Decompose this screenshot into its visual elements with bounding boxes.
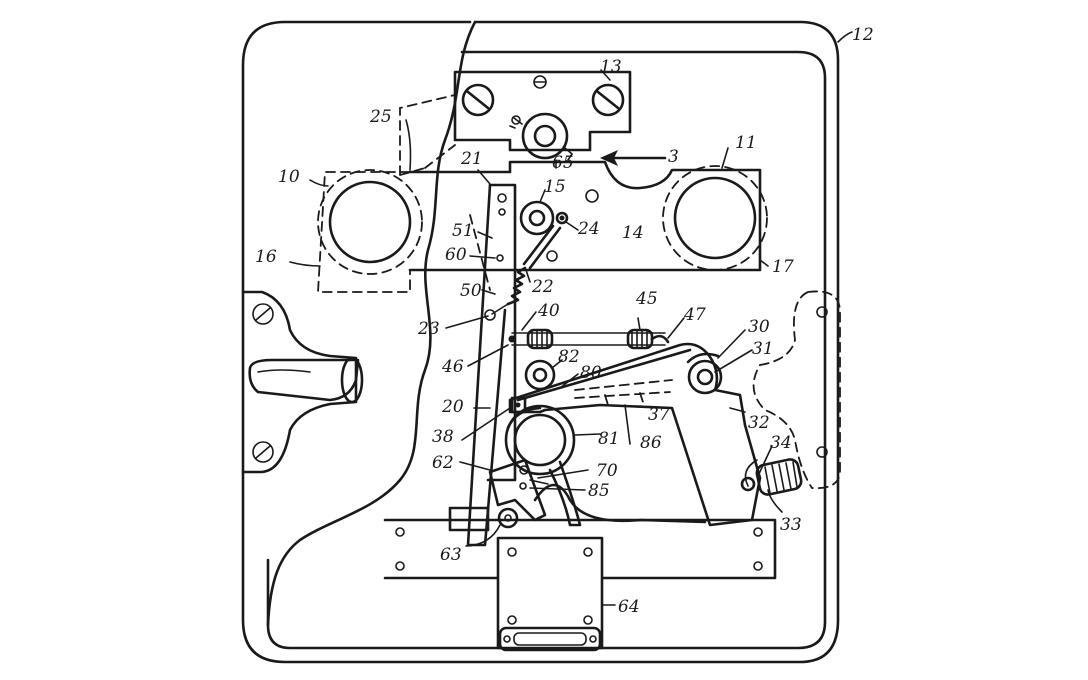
outer-housing xyxy=(241,20,853,664)
roller-82 xyxy=(524,359,556,391)
direction-arrow xyxy=(600,150,667,166)
label-60: 60 xyxy=(445,245,467,265)
label-46: 46 xyxy=(441,357,464,377)
label-38: 38 xyxy=(432,427,454,447)
label-34: 34 xyxy=(770,433,792,453)
label-10: 10 xyxy=(278,167,300,187)
label-16: 16 xyxy=(255,247,277,267)
dashed-lever-37 xyxy=(574,379,673,406)
label-12: 12 xyxy=(852,25,874,45)
label-30: 30 xyxy=(748,317,770,337)
vertical-slide xyxy=(466,183,517,547)
label-21: 21 xyxy=(460,149,483,169)
label-22: 22 xyxy=(531,277,554,297)
spring-link xyxy=(484,224,562,321)
label-11: 11 xyxy=(735,133,757,153)
label-80: 80 xyxy=(580,363,602,383)
label-51: 51 xyxy=(452,221,474,241)
label-65: 65 xyxy=(552,153,574,173)
spring-33 xyxy=(740,458,803,496)
label-25: 25 xyxy=(369,107,392,127)
label-45: 45 xyxy=(635,289,658,309)
bottom-block xyxy=(496,536,604,652)
label-81: 81 xyxy=(598,429,620,449)
label-31: 31 xyxy=(752,339,774,359)
label-82: 82 xyxy=(558,347,580,367)
top-bracket xyxy=(453,70,632,161)
label-37: 37 xyxy=(648,405,670,425)
label-13: 13 xyxy=(600,57,622,77)
label-85: 85 xyxy=(588,481,610,501)
shaft-15 xyxy=(519,200,569,236)
label-50: 50 xyxy=(460,281,482,301)
label-24: 24 xyxy=(577,219,600,239)
label-63: 63 xyxy=(440,545,462,565)
reference-numerals: 12 13 25 11 3 10 21 65 15 24 14 51 60 16… xyxy=(255,25,874,617)
label-32: 32 xyxy=(748,413,770,433)
label-70: 70 xyxy=(596,461,618,481)
label-62: 62 xyxy=(432,453,454,473)
label-3: 3 xyxy=(668,147,679,167)
dashed-outline-25 xyxy=(399,94,456,176)
label-47: 47 xyxy=(683,305,706,325)
upper-spring xyxy=(508,328,670,350)
base-plate xyxy=(383,506,777,580)
label-20: 20 xyxy=(441,397,464,417)
label-33: 33 xyxy=(780,515,802,535)
label-14: 14 xyxy=(622,223,644,243)
slider-block xyxy=(488,458,549,522)
label-64: 64 xyxy=(618,597,640,617)
mounting-plate xyxy=(317,160,768,293)
label-40: 40 xyxy=(537,301,560,321)
label-86: 86 xyxy=(640,433,662,453)
pivot-lever xyxy=(508,342,762,527)
cam-81 xyxy=(504,404,576,476)
broken-away-edge xyxy=(266,20,477,627)
label-23: 23 xyxy=(417,319,440,339)
right-lugs xyxy=(752,290,841,490)
leader-lines xyxy=(289,69,783,606)
label-15: 15 xyxy=(544,177,566,197)
label-17: 17 xyxy=(772,257,794,277)
handle-plate xyxy=(241,290,364,474)
